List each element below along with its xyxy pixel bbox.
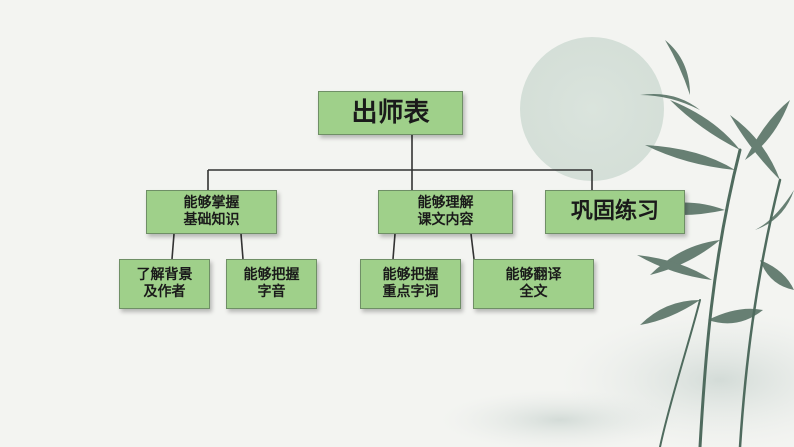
branch-label-line: 课文内容 [417,212,474,228]
branch-label-line: 巩固练习 [570,199,659,225]
bamboo-illustration [659,148,782,447]
moon-circle [520,37,664,181]
branch-node-understand-text: 能够理解 课文内容 [378,190,513,234]
connector-leaf-1 [171,233,175,260]
leaf-label-line: 重点字词 [382,284,439,300]
leaf-node-background-author: 了解背景 及作者 [119,259,210,309]
branch-label-line: 基础知识 [183,212,240,228]
root-node: 出师表 [318,91,463,135]
connector-leaf-2 [240,233,244,260]
branch-node-basic-knowledge: 能够掌握 基础知识 [146,190,277,234]
leaf-label-line: 能够把握 [382,266,439,283]
leaf-node-translate-text: 能够翻译 全文 [473,259,594,309]
leaf-label-line: 及作者 [143,284,186,300]
branch-label-line: 能够掌握 [183,194,240,211]
leaf-node-pronunciation: 能够把握 字音 [226,259,317,309]
branch-node-practice: 巩固练习 [545,190,685,234]
leaf-node-key-words: 能够把握 重点字词 [360,259,461,309]
leaf-label-line: 字音 [257,284,286,300]
leaf-label-line: 能够翻译 [505,266,562,283]
leaf-label-line: 能够把握 [243,266,300,283]
leaf-label-line: 了解背景 [136,266,193,283]
root-label: 出师表 [351,97,430,128]
connector-leaf-3 [392,233,396,260]
connector-leaf-4 [470,233,475,260]
leaf-label-line: 全文 [519,284,548,300]
branch-label-line: 能够理解 [417,194,474,211]
